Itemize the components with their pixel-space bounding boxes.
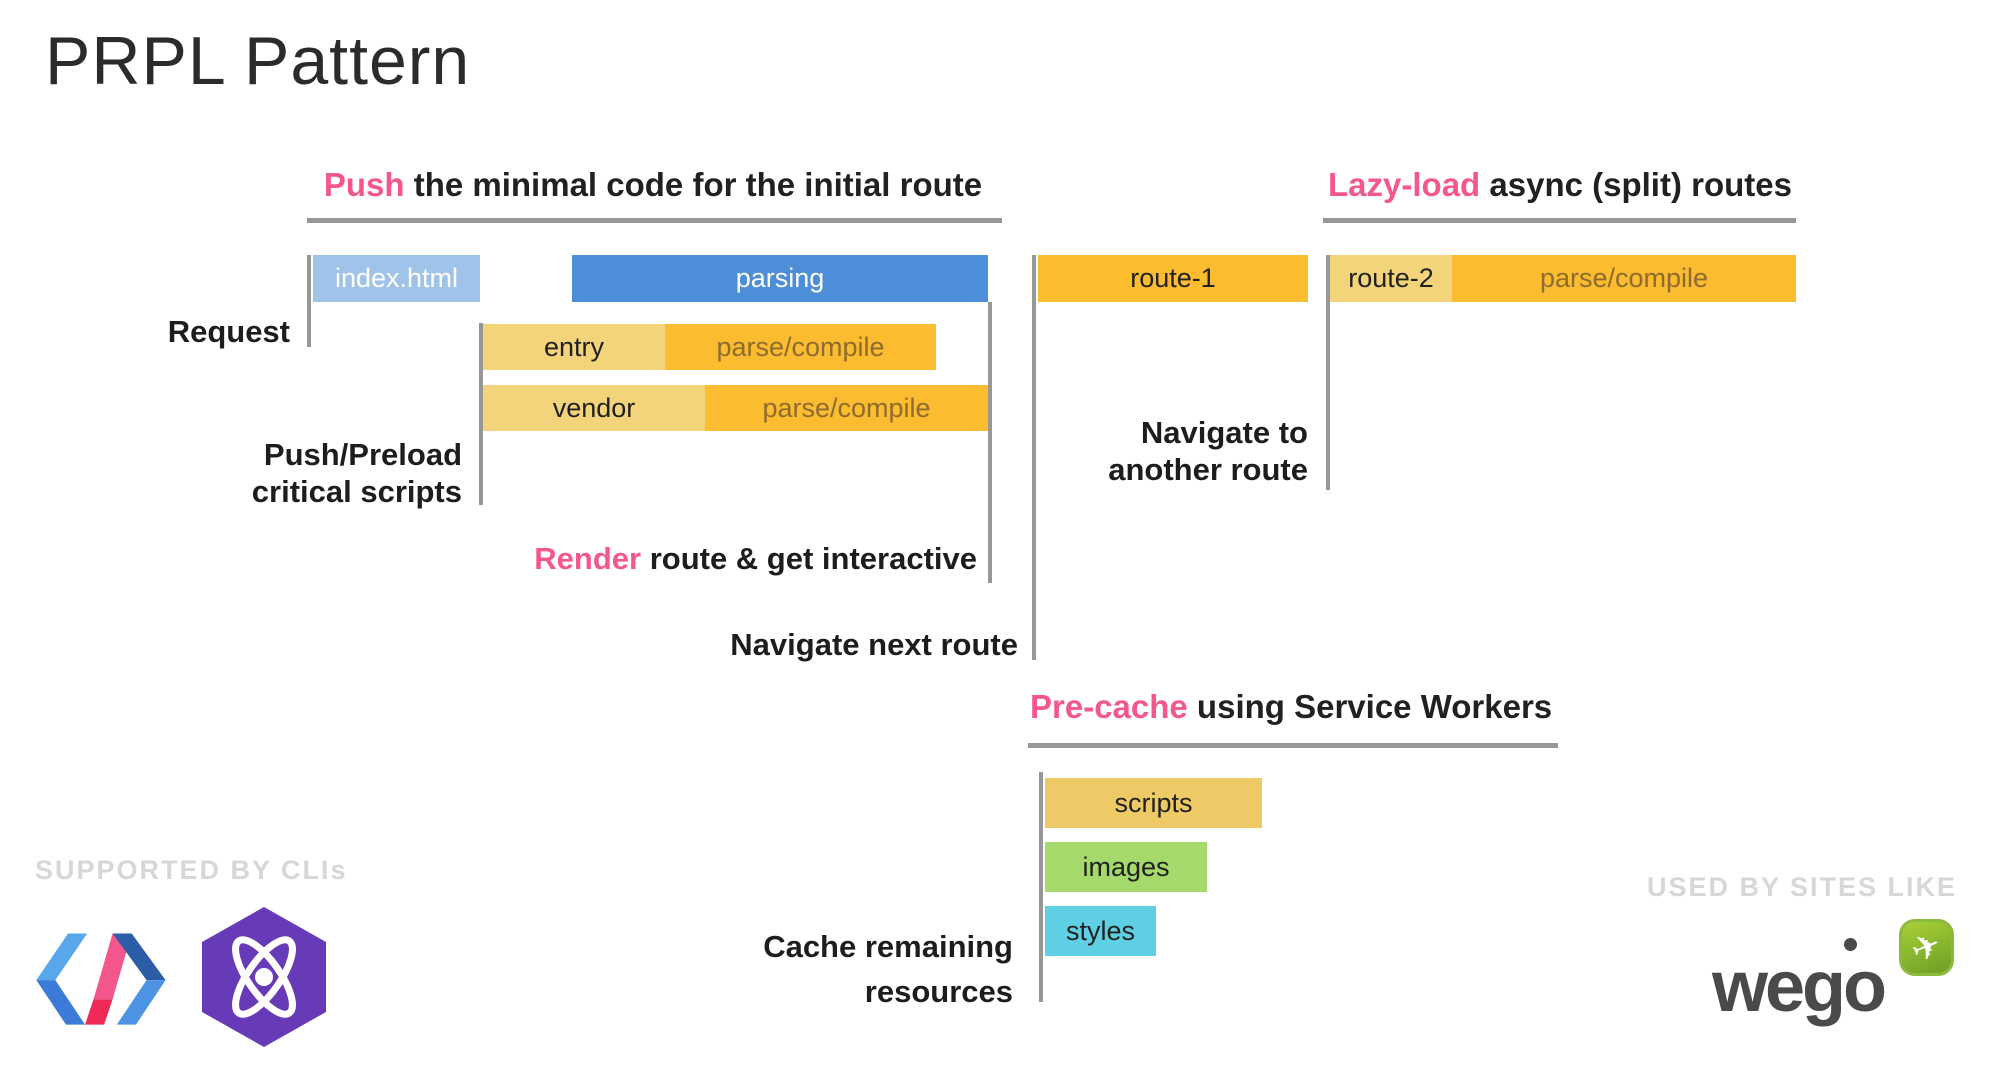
preact-logo-icon	[202, 907, 326, 1047]
pre-cache-header-rest: using Service Workers	[1187, 688, 1553, 725]
polymer-logo-icon	[36, 933, 166, 1025]
pre-cache-section-header: Pre-cache using Service Workers	[1030, 688, 1552, 726]
push-preload-label-line1: Push/Preload	[263, 437, 462, 472]
wego-badge: ✈	[1899, 919, 1954, 976]
used-by-sites-like-label: USED BY SITES LIKE	[1647, 872, 1958, 902]
pre-cache-section-underline	[1028, 743, 1558, 748]
cache-remaining-line2: resources	[864, 974, 1013, 1009]
airplane-icon: ✈	[1906, 924, 1947, 971]
render-label-rest: route & get interactive	[641, 541, 977, 576]
wego-wordmark: wego	[1712, 947, 1887, 1027]
pre-cache-keyword: Pre-cache	[1030, 688, 1188, 725]
index-html-bar: index.html	[313, 255, 480, 302]
push-header-rest: the minimal code for the initial route	[404, 166, 983, 203]
pre-cache-tick-line	[1039, 772, 1043, 1002]
entry-parse-compile-bar: parse/compile	[665, 324, 936, 370]
route-2-tick-line	[1326, 255, 1330, 490]
vendor-parse-compile-bar: parse/compile	[705, 385, 988, 431]
navigate-another-line2: another route	[1108, 452, 1308, 487]
vendor-bar: vendor	[483, 385, 705, 431]
push-preload-label-line2: critical scripts	[251, 474, 462, 509]
parsing-bar: parsing	[572, 255, 988, 302]
styles-bar: styles	[1045, 906, 1156, 956]
render-label: Render route & get interactive	[534, 540, 977, 577]
wego-dot	[1844, 938, 1857, 951]
route-2-parse-compile-bar: parse/compile	[1452, 255, 1796, 302]
push-section-header: Push the minimal code for the initial ro…	[324, 166, 982, 204]
navigate-next-route-label: Navigate next route	[730, 627, 1018, 662]
lazy-load-section-underline	[1323, 218, 1796, 223]
navigate-another-line1: Navigate to	[1140, 415, 1308, 450]
navigate-another-route-label: Navigate to another route	[1108, 414, 1308, 488]
push-section-underline	[307, 218, 1002, 223]
render-tick-line	[988, 302, 992, 583]
entry-bar: entry	[483, 324, 665, 370]
scripts-bar: scripts	[1045, 778, 1262, 828]
supported-by-clis-label: SUPPORTED BY CLIs	[35, 855, 348, 885]
navigate-next-tick-line	[1032, 255, 1036, 660]
push-preload-label: Push/Preload critical scripts	[252, 436, 462, 510]
request-tick-line	[307, 255, 311, 347]
lazy-load-section-header: Lazy-load async (split) routes	[1328, 166, 1792, 204]
render-keyword: Render	[534, 541, 642, 576]
page-title: PRPL Pattern	[45, 23, 471, 99]
images-bar: images	[1045, 842, 1207, 892]
request-label: Request	[167, 314, 290, 349]
push-keyword: Push	[323, 166, 405, 203]
route-1-bar: route-1	[1038, 255, 1308, 302]
route-2-bar: route-2	[1330, 255, 1452, 302]
lazy-load-header-rest: async (split) routes	[1480, 166, 1792, 203]
lazy-load-keyword: Lazy-load	[1328, 166, 1481, 203]
cache-remaining-line1: Cache remaining	[763, 929, 1013, 964]
cache-remaining-label: Cache remaining resources	[763, 924, 1013, 1014]
push-preload-tick-line	[479, 323, 483, 505]
